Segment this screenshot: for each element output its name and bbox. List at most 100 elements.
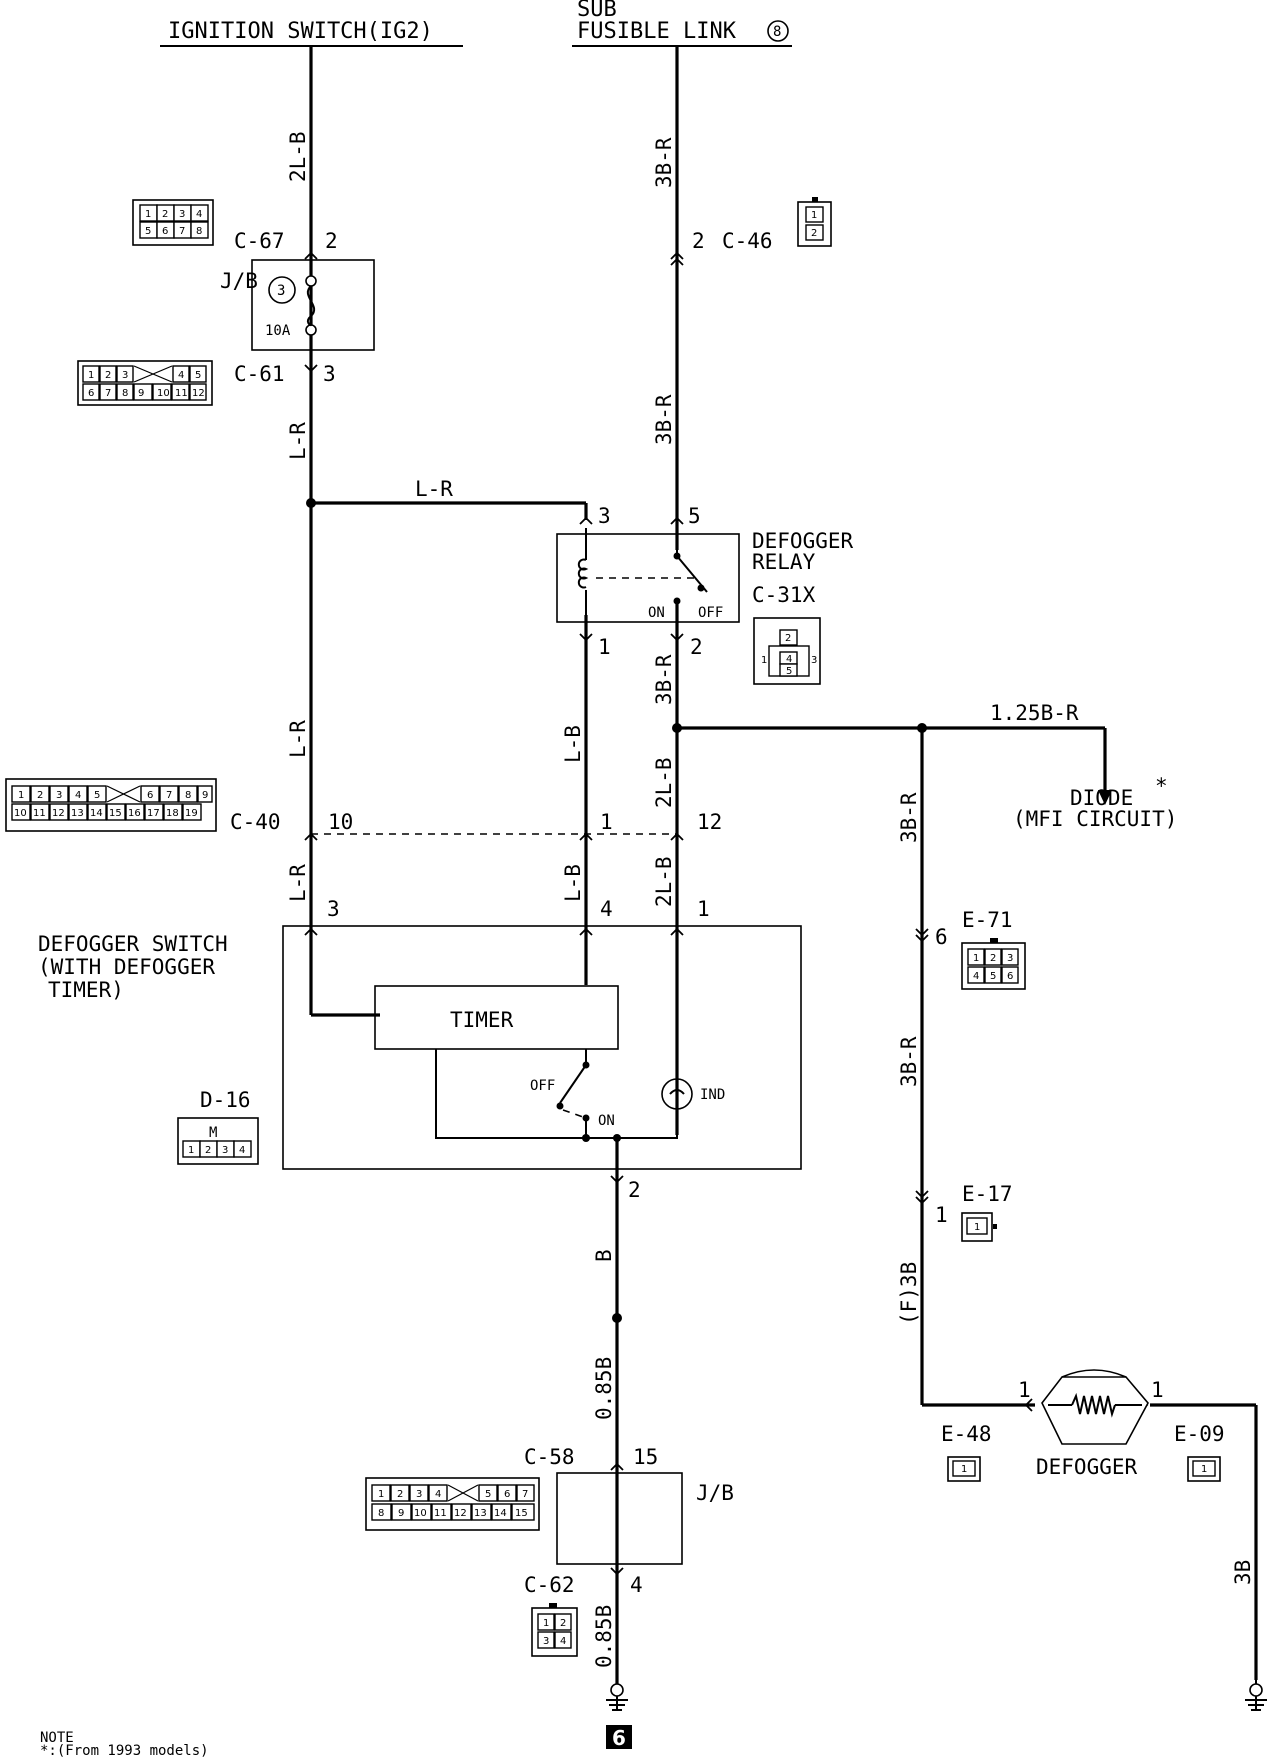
svg-text:2: 2 <box>105 370 111 381</box>
wire-label: L-B <box>561 864 585 902</box>
svg-text:6: 6 <box>88 388 94 399</box>
svg-text:5: 5 <box>145 226 151 237</box>
svg-text:17: 17 <box>147 808 160 819</box>
pin-number: 1 <box>935 1203 948 1227</box>
svg-text:2: 2 <box>162 209 168 220</box>
c46-connector-icon: 12 <box>797 197 832 247</box>
svg-text:5: 5 <box>990 971 996 982</box>
relay-coil-icon <box>577 558 589 589</box>
svg-text:3: 3 <box>56 790 62 801</box>
defogger-relay: DEFOGGER RELAY ON OFF <box>556 528 854 623</box>
svg-text:3: 3 <box>179 209 185 220</box>
wire-label: 3B-R <box>897 1036 921 1087</box>
svg-text:7: 7 <box>166 790 172 801</box>
connector-e48-label: E-48 <box>941 1422 992 1446</box>
wires <box>309 46 1258 1690</box>
svg-text:15: 15 <box>515 1508 528 1519</box>
svg-text:12: 12 <box>454 1508 467 1519</box>
svg-text:1: 1 <box>1201 1464 1207 1475</box>
svg-text:8: 8 <box>185 790 191 801</box>
note-title: NOTE <box>40 1730 74 1746</box>
wire-label: B <box>592 1249 616 1262</box>
svg-text:2: 2 <box>205 1145 211 1156</box>
svg-text:4: 4 <box>973 971 979 982</box>
junction-block-fuse: J/B 3 10A <box>220 259 375 351</box>
svg-text:8: 8 <box>378 1508 384 1519</box>
e48-connector-icon: 1 <box>947 1456 981 1482</box>
svg-text:6: 6 <box>162 226 168 237</box>
pin-number: 10 <box>328 810 353 834</box>
connector-c31x-label: C-31X <box>752 583 816 607</box>
switch-label-line1: DEFOGGER SWITCH <box>38 932 228 956</box>
ground-symbols <box>606 1675 1267 1711</box>
svg-text:1: 1 <box>974 1222 980 1233</box>
svg-text:7: 7 <box>105 388 111 399</box>
mfi-circuit-label: (MFI CIRCUIT) <box>1013 807 1177 831</box>
svg-text:7: 7 <box>522 1489 528 1500</box>
diode-asterisk: * <box>1155 774 1168 798</box>
fusible-number-circle <box>767 20 789 42</box>
fusible-link-label: FUSIBLE LINK <box>577 19 737 44</box>
svg-text:1: 1 <box>18 790 24 801</box>
svg-text:1: 1 <box>543 1618 549 1629</box>
connector-c58-label: C-58 <box>524 1445 575 1469</box>
heater-resistor-icon <box>1071 1392 1116 1418</box>
svg-text:2: 2 <box>560 1618 566 1629</box>
wire-label: 3B-R <box>897 792 921 843</box>
connector-d16-label: D-16 <box>200 1088 251 1112</box>
ind-label: IND <box>700 1087 725 1103</box>
pin-number: 1 <box>600 810 613 834</box>
pin-number: 4 <box>600 897 613 921</box>
page-mark-box <box>606 1725 632 1749</box>
pin-number: 3 <box>327 897 340 921</box>
svg-text:4: 4 <box>435 1489 441 1500</box>
relay-label-line2: RELAY <box>752 550 816 574</box>
junctions <box>306 498 927 1323</box>
svg-text:6: 6 <box>147 790 153 801</box>
fuse-number: 3 <box>277 283 285 299</box>
footer: NOTE *:(From 1993 models) 6 <box>40 1725 632 1758</box>
svg-text:3: 3 <box>543 1636 549 1647</box>
diode-arrow <box>1098 790 1112 805</box>
switch-housing <box>282 925 802 1170</box>
pin-number: 1 <box>697 897 710 921</box>
svg-text:16: 16 <box>128 808 141 819</box>
wire-label: 3B <box>1231 1560 1255 1585</box>
svg-text:13: 13 <box>71 808 84 819</box>
svg-text:7: 7 <box>179 226 185 237</box>
svg-text:4: 4 <box>560 1636 566 1647</box>
junction-block-lower: J/B <box>556 1472 734 1565</box>
wire-label: 3B-R <box>652 654 676 705</box>
page-mark: 6 <box>612 1726 626 1750</box>
svg-text:4: 4 <box>178 370 184 381</box>
svg-text:3: 3 <box>416 1489 422 1500</box>
jb2-label: J/B <box>696 1481 734 1505</box>
connector-c40-label: C-40 <box>230 810 281 834</box>
connector-e17-label: E-17 <box>962 1182 1013 1206</box>
defogger-element: DEFOGGER <box>1036 1369 1149 1479</box>
switch-label-line3: TIMER) <box>48 978 124 1002</box>
svg-text:1: 1 <box>973 953 979 964</box>
wire-label: L-R <box>286 422 310 460</box>
ground-icon <box>1245 1675 1267 1711</box>
svg-text:8: 8 <box>122 388 128 399</box>
svg-text:11: 11 <box>175 388 188 399</box>
connector-e09-label: E-09 <box>1174 1422 1225 1446</box>
svg-text:14: 14 <box>494 1508 507 1519</box>
wire-label: 3B-R <box>652 394 676 445</box>
svg-text:4: 4 <box>196 209 202 220</box>
wire-label: 1.25B-R <box>990 701 1079 725</box>
pin-number: 6 <box>935 925 948 949</box>
pin-chevrons <box>304 251 1149 1576</box>
svg-text:10: 10 <box>157 388 170 399</box>
wire-label: 0.85B <box>592 1605 616 1668</box>
pin-number: 2 <box>628 1178 641 1202</box>
svg-text:2: 2 <box>397 1489 403 1500</box>
connector-c67-label: C-67 <box>234 229 285 253</box>
